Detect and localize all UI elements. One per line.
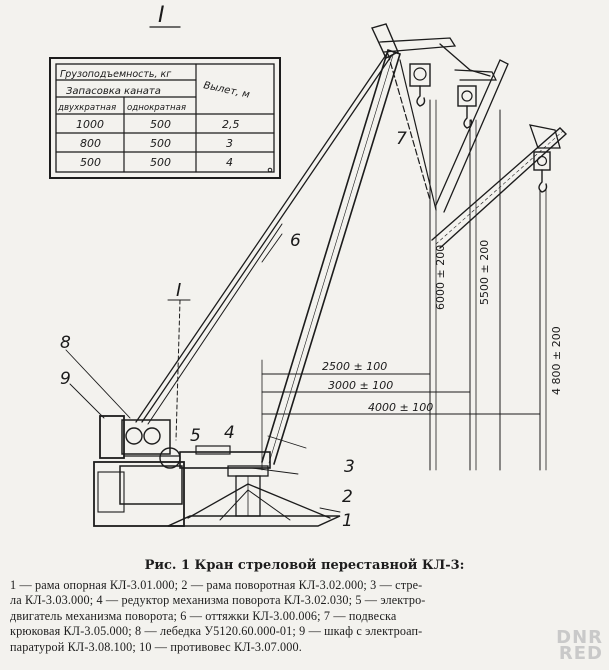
table-header-reeving: Запасовка каната [66, 86, 161, 97]
height-dimensions [429, 99, 547, 471]
table-header-load: Грузоподъемность, кг [60, 69, 172, 80]
legend-line: крюковая КЛ-3.05.000; 8 — лебедка У5120.… [10, 624, 423, 639]
table-cell: 500 [150, 118, 171, 131]
table-cell: 500 [150, 137, 171, 150]
hook-blocks [409, 63, 551, 193]
legend-line: двигатель механизма поворота; 6 — оттяжк… [10, 608, 397, 623]
callout-7: 7 [396, 129, 407, 149]
callout-1: 1 [342, 511, 353, 531]
figure-legend: 1 — рама опорная КЛ-3.01.000; 2 — рама п… [10, 578, 605, 655]
dim-reach-3000: 3000 ± 100 [328, 379, 393, 392]
table-cell: 500 [150, 156, 171, 169]
dim-height-5500: 5500 ± 200 [478, 240, 491, 305]
table-cell: 2,5 [222, 118, 240, 131]
table-cell: 3 [226, 137, 233, 150]
table-header-double: двухкратная [57, 103, 116, 113]
callout-6: 6 [290, 231, 301, 251]
callout-8: 8 [60, 333, 71, 353]
callout-5: 5 [190, 426, 201, 446]
callout-9: 9 [60, 369, 71, 389]
dim-reach-2500: 2500 ± 100 [322, 360, 387, 373]
reach-dimensions [261, 359, 541, 471]
table-cell: 500 [80, 156, 101, 169]
base-assembly [119, 445, 341, 527]
table-cell: 4 [226, 156, 233, 169]
dim-height-4800: 4 800 ± 200 [550, 326, 563, 395]
callout-2: 2 [342, 487, 353, 507]
legend-line: ла КЛ-3.03.000; 4 — редуктор механизма п… [10, 593, 426, 608]
legend-line: паратурой КЛ-3.08.100; 10 — противовес К… [10, 639, 302, 654]
watermark-logo: DNR RED [556, 627, 603, 664]
table-cell: 800 [80, 137, 101, 150]
callout-3: 3 [344, 457, 355, 477]
legend-line: 1 — рама опорная КЛ-3.01.000; 2 — рама п… [10, 578, 423, 592]
figure-caption: Рис. 1 Кран стреловой переставной КЛ-3: [144, 558, 465, 573]
table-header-reach: Вылет, м [202, 80, 251, 101]
table-cell: 1000 [76, 118, 104, 131]
dim-height-6000: 6000 ± 200 [434, 245, 447, 310]
boom [261, 23, 568, 465]
load-table: Грузоподъемность, кг Запасовка каната дв… [49, 57, 281, 179]
callout-4: 4 [224, 423, 235, 443]
winch-assembly [93, 415, 185, 527]
guy-ropes [135, 51, 393, 425]
sheet-mark: I [158, 3, 165, 28]
crane-drawing: I Грузоподъемность, кг Запасовка каната … [49, 3, 568, 531]
table-header-single: однократная [127, 103, 186, 113]
section-mark: I [176, 280, 181, 301]
dim-reach-4000: 4000 ± 100 [368, 401, 433, 414]
